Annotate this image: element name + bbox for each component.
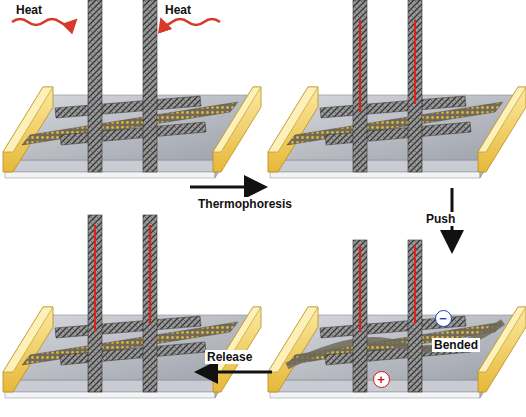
- charge-sign: +: [377, 373, 385, 386]
- state-label: Bended: [432, 338, 480, 352]
- step-label: Push: [424, 212, 457, 226]
- step-label: Release: [205, 350, 254, 364]
- heat-label: Heat: [163, 3, 193, 17]
- charge-minus: −: [435, 310, 452, 327]
- heat-label: Heat: [14, 3, 44, 17]
- charge-sign: −: [439, 312, 447, 325]
- step-label: Thermophoresis: [196, 197, 294, 211]
- charge-plus: +: [373, 371, 390, 388]
